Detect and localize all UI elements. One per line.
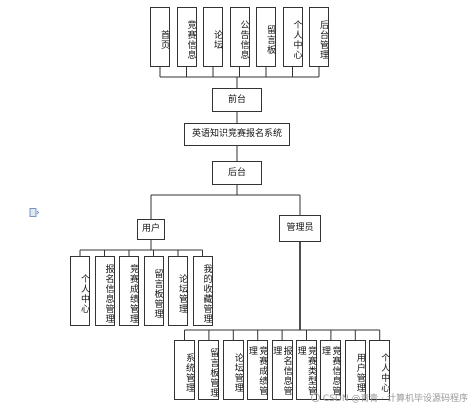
user-module-2: 竞赛成绩管理 — [119, 256, 139, 326]
admin-module-1: 留言板管理 — [198, 340, 220, 400]
admin-module-4: 报名信息管理 — [271, 340, 293, 400]
admin-module-7: 用户管理 — [344, 340, 366, 400]
admin-node: 管理员 — [279, 215, 321, 242]
root-node: 英语知识竞赛报名系统 — [184, 123, 290, 146]
user-node: 用户 — [137, 219, 165, 240]
admin-module-3: 竞赛成绩管理 — [247, 340, 269, 400]
user-module-4: 论坛管理 — [168, 256, 188, 326]
front-module-4: 留言板 — [256, 7, 276, 67]
document-icon — [29, 208, 39, 217]
back-node: 后台 — [212, 161, 262, 185]
csdn-logo-icon — [310, 393, 320, 402]
admin-module-2: 论坛管理 — [222, 340, 244, 400]
user-module-3: 留言板管理 — [143, 256, 164, 326]
front-node: 前台 — [212, 88, 262, 112]
front-module-2: 论坛 — [203, 7, 223, 67]
admin-module-6: 竞赛信息管理 — [320, 340, 342, 400]
front-module-0: 首页 — [150, 7, 170, 67]
front-module-5: 个人中心 — [282, 7, 303, 67]
front-module-6: 后台管理 — [309, 7, 329, 67]
user-module-0: 个人中心 — [70, 256, 90, 326]
front-module-3: 公告信息 — [229, 7, 250, 67]
admin-module-0: 系统管理 — [174, 340, 195, 400]
front-module-1: 竞赛信息 — [176, 7, 197, 67]
watermark-text: CSDN @青青 · 计算机毕设源码程序 — [322, 394, 468, 404]
user-module-1: 报名信息管理 — [94, 256, 115, 326]
watermark: CSDN @青青 · 计算机毕设源码程序 — [310, 391, 468, 404]
admin-module-8: 个人中心 — [369, 340, 391, 400]
user-module-5: 我的收藏管理 — [192, 256, 213, 326]
admin-module-5: 竞赛类型管理 — [296, 340, 317, 400]
